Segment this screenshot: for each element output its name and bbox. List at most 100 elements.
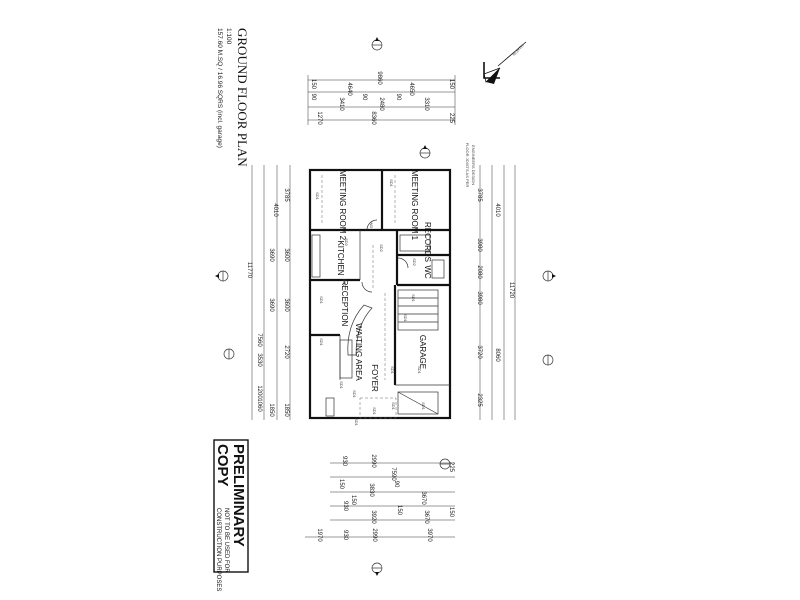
dimension-label: 2720 [283,345,289,359]
building-walls [308,168,452,420]
dimension-label: 3980 [476,238,482,252]
dimension-label: 11770 [246,262,252,279]
dimension-label: 3785 [283,188,289,202]
door-tag: SD1 [372,407,377,416]
door-tag: SD1 [319,338,324,347]
door-tag: SD1 [403,314,408,323]
dimension-label: 3310 [423,97,429,111]
dimension-label: 150 [338,479,344,490]
door-tag: SD1 [391,402,396,411]
dimension-label: 8360 [370,111,376,125]
door-tag: SD1 [315,192,320,201]
plan-scale: 1:100 [225,28,232,45]
dimension-label: 90 [395,94,401,101]
section-marker-icon [215,37,556,576]
dimension-label: 3600 [283,248,289,262]
dimension-label: 7590 [390,467,396,481]
door-tag: SD1 [339,381,344,390]
dimension-label: 4010 [272,203,278,217]
dimension-label: 4640 [346,82,352,96]
stamp-line2: COPY [214,444,231,487]
door-tag: SD1 [319,296,324,305]
door-tag: SD1 [421,402,426,411]
dimension-label: 1060 [256,398,262,412]
dimension-label: 11720 [508,282,514,299]
dimension-label: 4010 [494,203,500,217]
north-arrow-icon: NORTH [483,41,527,84]
door-tag: WD [369,222,374,229]
door-tag: SD1 [352,390,357,399]
dimension-label: 9860 [376,71,382,85]
dimension-label: 8060 [494,348,500,362]
room-label: FOYER [370,364,379,392]
dimension-label: 150 [448,507,454,518]
svg-text:NORTH: NORTH [511,43,525,57]
dimension-label: 90 [361,94,367,101]
door-tag: SD2 [342,279,347,288]
door-tag: SD1 [417,366,422,375]
plan-area: 157.60 M.SQ / 16.96 SQRS (incl. garage) [216,28,223,148]
dimension-label: 1200 [256,385,262,399]
stamp-note2: CONSTRUCTION PURPOSES [215,508,221,591]
dimension-label: 2990 [371,528,377,542]
dimension-label: 3600 [283,298,289,312]
room-label: MEETING ROOM 1 [410,170,419,241]
dimension-label: 3830 [368,483,374,497]
dimension-label: 930 [341,456,347,467]
stamp-note1: NOT TO BE USED FOR [223,508,229,573]
dimension-label: 3980 [476,291,482,305]
dimension-label: 3670 [420,491,426,505]
door-tag: SD1 [389,179,394,188]
room-label: RECEPTION [340,280,349,327]
dimension-label: 1270 [316,111,322,125]
plan-title: GROUND FLOOR PLAN [235,28,250,167]
room-label: KITCHEN [336,240,345,275]
room-label: MEETING ROOM 2 [338,170,347,241]
dimension-label: 150 [310,79,316,90]
plan-note: ENGINEERS DESIGN [471,145,476,185]
dimension-label: 7560 [256,333,262,347]
dimension-label: 225 [448,113,454,124]
dimension-label: 1850 [268,403,274,417]
dimension-label: 225 [448,462,454,473]
door-tag: SD1 [354,418,359,427]
stamp-line1: PRELIMINARY [230,444,247,547]
dimension-label: 150 [350,495,356,506]
dimension-label: 90 [310,94,316,101]
dimension-label: 4650 [408,82,414,96]
room-label: GARAGE [418,335,427,369]
room-label: WAITING AREA [354,323,363,381]
dimension-label: 2990 [370,454,376,468]
door-tag: SD1 [411,294,416,303]
dimension-label: 3720 [476,345,482,359]
dimension-label: 2325 [476,393,482,407]
room-labels: MEETING ROOM 2 MEETING ROOM 1 KITCHEN RECOR… [336,170,432,392]
dimension-label: 3530 [256,353,262,367]
dimension-label: 3920 [370,510,376,524]
preliminary-stamp: PRELIMINARY COPY NOT TO BE USED FOR CONS… [213,439,249,591]
dimension-label: 3970 [426,528,432,542]
door-tag: SD2 [379,244,384,253]
dimension-label: 1970 [316,528,322,542]
dimension-label: 150 [448,79,454,90]
dimension-label: 3690 [268,248,274,262]
dimension-label: 3670 [423,510,429,524]
dimension-label: 930 [342,501,348,512]
door-tag: SD1 [390,366,395,375]
interior-details [311,175,445,419]
dimension-label: 3690 [268,298,274,312]
dimension-lines [251,75,516,538]
dimension-label: 930 [342,530,348,541]
dimension-label: 150 [396,505,402,516]
room-label: WC [423,265,432,279]
room-label: RECORDS [423,222,432,262]
plan-note: FLOOR JOISTS AS PER [465,143,470,188]
dimension-label: 1850 [283,403,289,417]
dimension-label: 2480 [378,97,384,111]
dimension-label: 90 [393,481,399,488]
dimension-label: 2080 [476,265,482,279]
